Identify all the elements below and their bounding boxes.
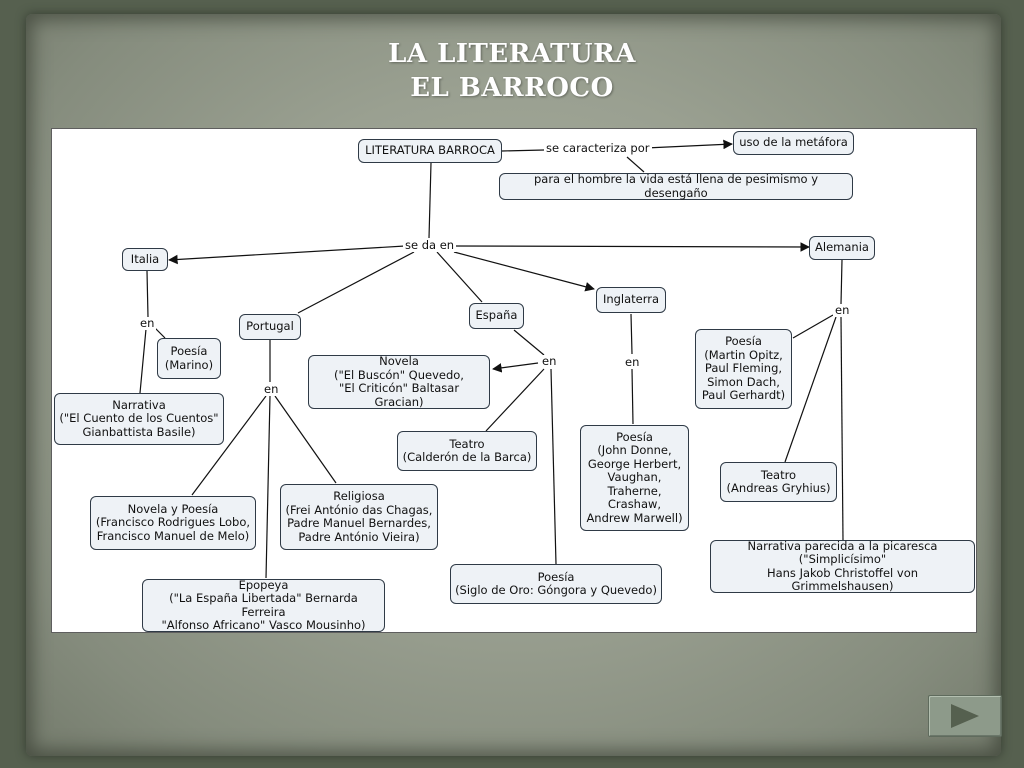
- link-en-grimmelshausen: [840, 316, 844, 541]
- link-en-gryhius: [784, 316, 837, 463]
- node-poesia-opitz: Poesía (Martin Opitz, Paul Fleming, Simo…: [695, 329, 792, 409]
- node-teatro-calderon: Teatro (Calderón de la Barca): [397, 431, 537, 471]
- slide-title-line-1: LA LITERATURA: [388, 39, 636, 69]
- link-seda-alemania: [453, 242, 810, 252]
- link-en-opitz: [792, 314, 834, 339]
- node-inglaterra: Inglaterra: [596, 287, 666, 313]
- node-poesia-marino: Poesía (Marino): [157, 338, 221, 379]
- node-literatura-barroca: LITERATURA BARROCA: [358, 139, 502, 163]
- concept-map: se caracteriza por se da en en en en en …: [51, 128, 977, 633]
- concept-map-links: [139, 139, 844, 579]
- link-seda-inglaterra: [453, 251, 595, 292]
- link-en-basile: [139, 328, 147, 394]
- slide-title-line-2: EL BARROCO: [410, 73, 614, 103]
- node-espana: España: [469, 303, 524, 329]
- node-teatro-gryhius: Teatro (Andreas Gryhius): [720, 462, 837, 502]
- node-pesimismo: para el hombre la vida está llena de pes…: [499, 172, 853, 200]
- link-en-novela: [492, 362, 539, 373]
- link-en-lobo: [191, 395, 267, 496]
- link-en-epopeya: [265, 395, 271, 579]
- node-poesia-gongora: Poesía (Siglo de Oro: Góngora y Quevedo): [450, 564, 662, 604]
- node-alemania: Alemania: [809, 236, 875, 260]
- node-epopeya: Epopeya ("La España Libertada" Bernarda …: [142, 578, 385, 632]
- node-religiosa: Religiosa (Frei António das Chagas, Padr…: [280, 484, 438, 550]
- link-alemania-en: [840, 259, 843, 305]
- link-label-en-portugal: en: [262, 382, 281, 396]
- link-root-seda: [428, 162, 432, 239]
- play-icon: [951, 704, 979, 728]
- next-slide-button[interactable]: [928, 695, 1002, 737]
- link-en-marino: [154, 327, 166, 339]
- link-label-caracteriza: se caracteriza por: [544, 141, 652, 155]
- link-en-calderon: [485, 368, 545, 432]
- node-portugal: Portugal: [239, 314, 301, 340]
- link-en-religiosa: [274, 395, 337, 484]
- link-seda-espana: [436, 251, 483, 303]
- link-caracteriza-pesimismo: [626, 156, 645, 173]
- link-en-gongora: [550, 368, 557, 565]
- node-novela-poesia-lobo: Novela y Poesía (Francisco Rodrigues Lob…: [90, 496, 256, 550]
- node-uso-metafora: uso de la metáfora: [733, 131, 854, 155]
- node-narrativa-basile: Narrativa ("El Cuento de los Cuentos" Gi…: [54, 393, 224, 445]
- link-label-en-italia: en: [138, 316, 157, 330]
- link-espana-en: [513, 329, 545, 356]
- link-italia-en: [146, 270, 149, 318]
- node-novela-quevedo: Novela ("El Buscón" Quevedo, "El Criticó…: [308, 354, 490, 409]
- node-italia: Italia: [122, 248, 168, 271]
- link-label-se-da-en: se da en: [403, 238, 457, 252]
- link-root-caracteriza: [501, 149, 545, 152]
- link-label-en-inglaterra: en: [623, 355, 642, 369]
- link-en-donne: [631, 368, 634, 425]
- node-poesia-donne: Poesía (John Donne, George Herbert, Vaug…: [580, 425, 689, 531]
- link-inglaterra-en: [630, 313, 633, 355]
- link-seda-portugal: [297, 251, 415, 314]
- node-narrativa-grimmelshausen: Narrativa parecida a la picaresca ("Simp…: [710, 539, 975, 593]
- link-label-en-alemania: en: [833, 303, 852, 317]
- link-label-en-espana: en: [540, 354, 559, 368]
- link-seda-italia: [168, 245, 406, 265]
